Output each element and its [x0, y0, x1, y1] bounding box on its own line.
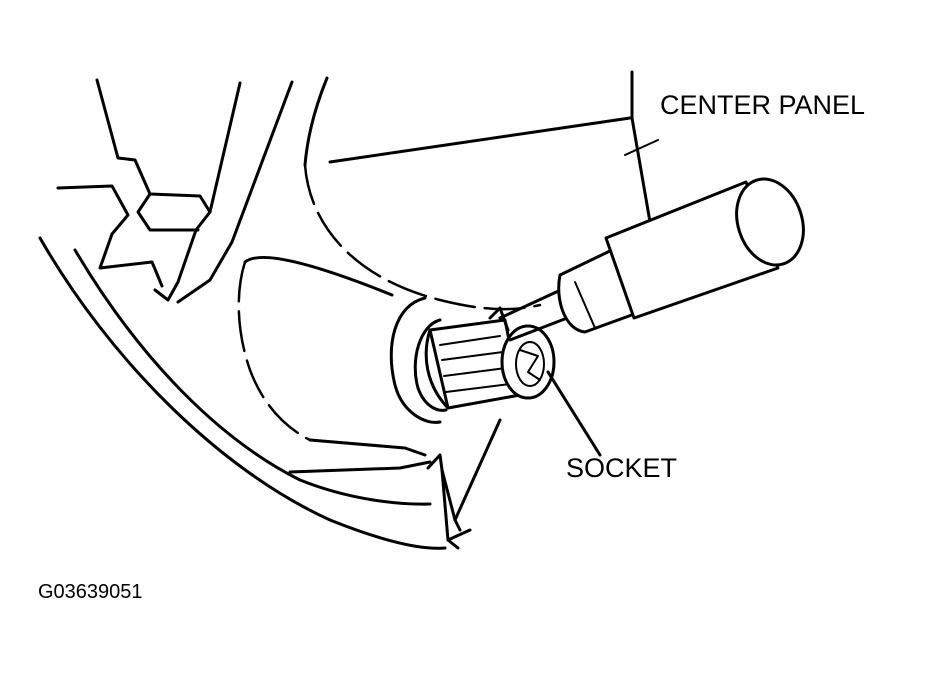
socket-label: SOCKET: [566, 453, 678, 483]
bracket-tab: [426, 418, 502, 550]
figure-code: G03639051: [38, 581, 143, 603]
center-panel-recess: [237, 116, 632, 474]
bulb-socket: [424, 306, 556, 410]
screwdriver: [498, 177, 805, 342]
socket-leader: [546, 370, 602, 457]
center-panel-leader: [624, 70, 659, 224]
center-panel-label: CENTER PANEL: [660, 90, 866, 120]
socket-opening: [389, 296, 448, 424]
panel-outline: [38, 76, 447, 550]
